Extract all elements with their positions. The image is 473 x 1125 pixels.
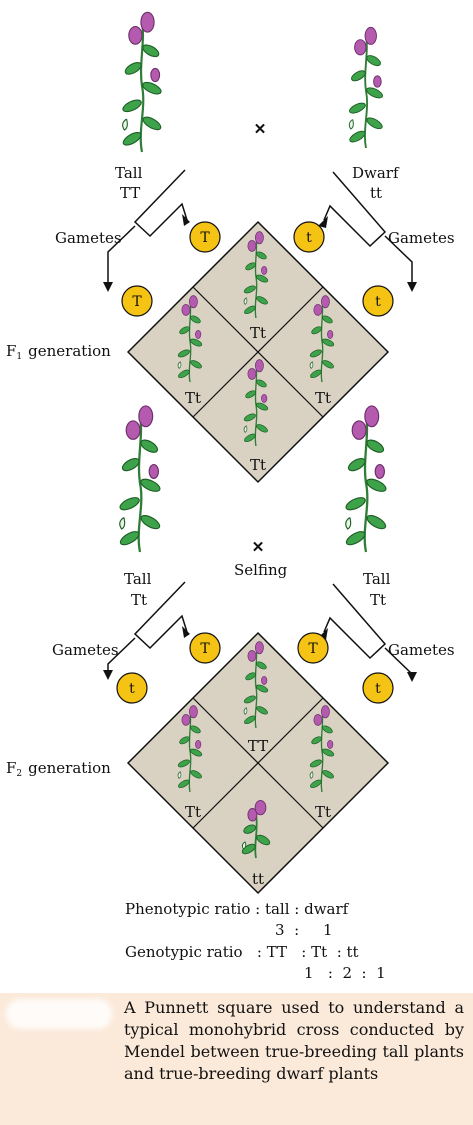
caption-box: A Punnett square used to understand a ty… [0,993,473,1125]
f1-punnett-square: Tt Tt Tt Tt [126,220,390,484]
gamete-circle: t [116,672,148,704]
gametes-label-left-p: Gametes [55,229,122,247]
f2-punnett-square: TT Tt Tt tt [126,631,390,895]
gamete-circle: t [362,672,394,704]
caption-figure-number-redacted [6,999,112,1029]
tall-parent-plant [120,11,164,154]
f2-cell-left: Tt [185,803,201,821]
gamete-circle: t [362,285,394,317]
f2-cell-top: TT [248,737,268,755]
gamete-circle: T [189,221,221,253]
gamete-circle: T [297,632,329,664]
figure-caption: A Punnett square used to understand a ty… [124,998,464,1083]
genotypic-ratio: Genotypic ratio : TT : Tt : tt [125,943,359,961]
f1-cell-right: Tt [315,389,331,407]
genotypic-ratio-values: 1 : 2 : 1 [304,964,386,982]
svg-text:T: T [308,641,318,657]
svg-text:T: T [200,641,210,657]
punnett-diagram: ✕ Tall TT Dwarf tt Gametes Gametes T T t… [6,11,455,895]
f1-cell-top: Tt [250,324,266,342]
svg-text:t: t [129,681,135,697]
gamete-circle: t [293,221,325,253]
parent-right-genotype: tt [370,184,382,202]
selfing-label: Selfing [234,561,288,579]
gametes-label-right-f1: Gametes [388,641,455,659]
f1-left-genotype: Tt [131,591,147,609]
svg-text:t: t [375,294,381,310]
f1-cell-bottom: Tt [250,456,266,474]
gamete-circle: T [189,632,221,664]
f1-left-phenotype: Tall [124,570,152,588]
dwarf-parent-plant [347,26,385,149]
f1-right-phenotype: Tall [363,570,391,588]
phenotypic-ratio-values: 3 : 1 [275,921,333,939]
f1-cell-left: Tt [185,389,201,407]
gametes-label-right-p: Gametes [388,229,455,247]
cross-symbol: ✕ [252,538,265,556]
svg-text:t: t [375,681,381,697]
parent-left-genotype: TT [120,184,140,202]
svg-text:T: T [132,294,142,310]
f2-cell-right: Tt [315,803,331,821]
f1-right-parent-plant [343,404,389,554]
f1-right-genotype: Tt [370,591,386,609]
f2-cell-bottom: tt [252,870,264,888]
parent-left-phenotype: Tall [115,164,143,182]
parent-right-phenotype: Dwarf [352,164,400,182]
svg-text:t: t [306,230,312,246]
svg-text:T: T [200,230,210,246]
gametes-label-left-f1: Gametes [52,641,119,659]
gamete-circle: T [121,285,153,317]
cross-symbol: ✕ [254,120,267,138]
f1-left-parent-plant [117,404,163,554]
gamete-arrows-p [107,169,413,286]
phenotypic-ratio: Phenotypic ratio : tall : dwarf [125,900,349,918]
